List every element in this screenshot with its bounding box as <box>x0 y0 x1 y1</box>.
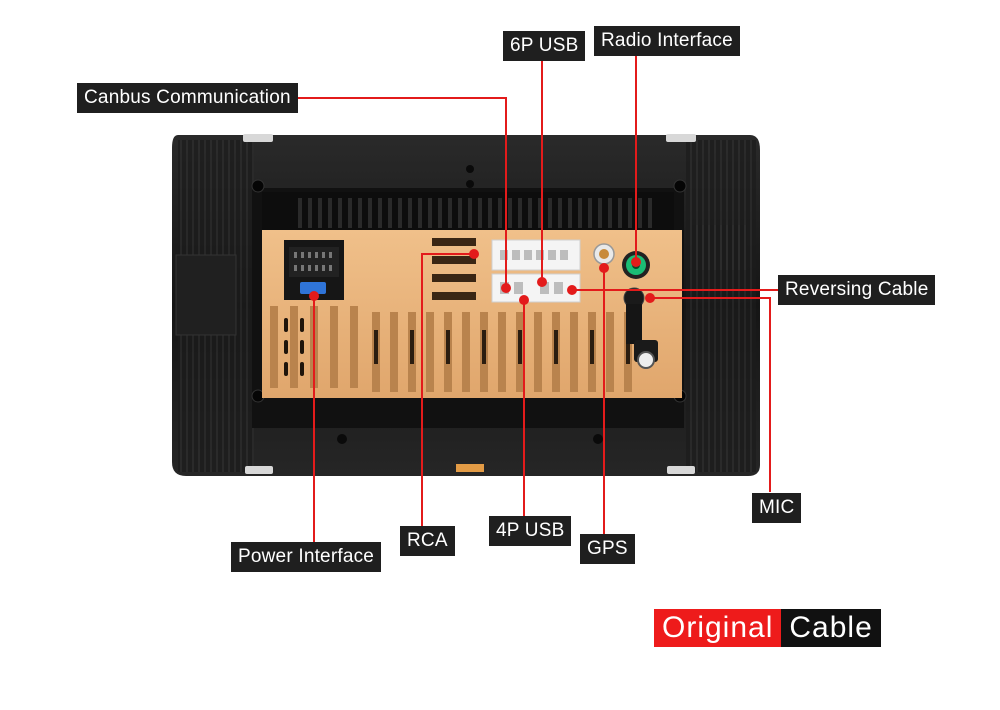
label-6p-usb: 6P USB <box>503 31 586 61</box>
leader-rca <box>421 253 474 526</box>
dot-radio <box>631 257 641 267</box>
dot-reversing <box>567 285 577 295</box>
dot-gps <box>599 263 609 273</box>
label-4p-usb: 4P USB <box>489 516 572 546</box>
original-cable-banner: Original Cable <box>654 609 881 647</box>
dot-4p-usb <box>519 295 529 305</box>
dot-6p-usb <box>537 277 547 287</box>
banner-word-original: Original <box>654 609 782 647</box>
dot-mic <box>645 293 655 303</box>
label-power-interface: Power Interface <box>231 542 382 572</box>
banner-word-cable: Cable <box>781 609 881 647</box>
leader-lines <box>297 54 778 542</box>
label-rca: RCA <box>400 526 455 556</box>
label-reversing-cable: Reversing Cable <box>778 275 936 305</box>
leader-canbus <box>297 97 507 286</box>
dot-canbus <box>501 283 511 293</box>
label-gps: GPS <box>580 534 635 564</box>
label-radio-interface: Radio Interface <box>594 26 740 56</box>
leader-mic <box>650 297 771 492</box>
dot-rca <box>469 249 479 259</box>
label-canbus-communication: Canbus Communication <box>77 83 298 113</box>
dot-power <box>309 291 319 301</box>
connection-dots <box>309 249 655 305</box>
label-mic: MIC <box>752 493 802 523</box>
